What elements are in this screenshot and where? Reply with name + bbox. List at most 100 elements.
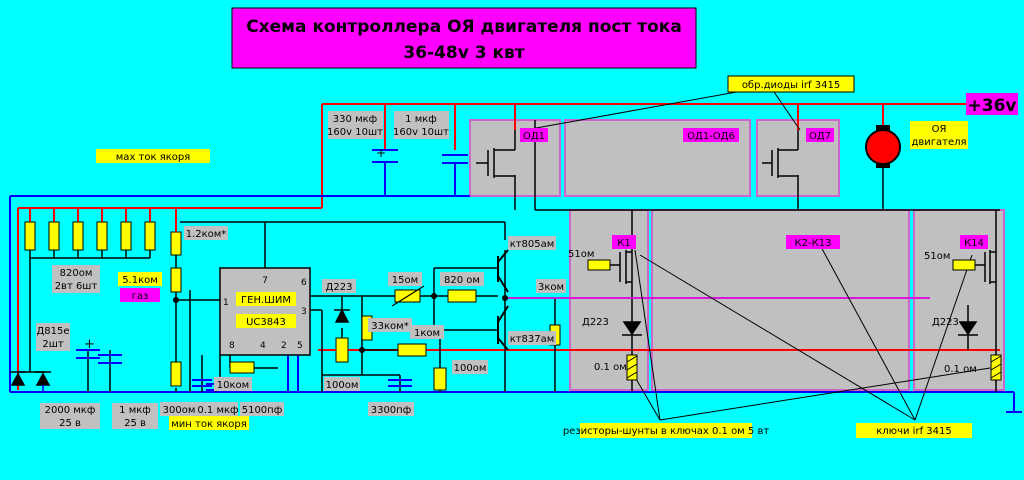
annotation-leaders <box>524 85 991 421</box>
cap-1-label-1: 1 мкф <box>405 114 437 125</box>
r-3k-label-bg <box>536 279 566 293</box>
r-10k-label: 10ком <box>217 380 249 391</box>
d223-right-label: Д223 <box>932 317 959 328</box>
cap-plus-sign-2: + <box>84 337 95 352</box>
r-820-6-label-bg <box>52 265 100 293</box>
r-3k-label: 3ком <box>538 282 564 293</box>
pwm-gen-label: ГЕН.ШИМ <box>241 295 291 306</box>
diode-d223-center <box>334 308 350 323</box>
resistor-820-gate <box>447 289 477 303</box>
shunt-hatching <box>626 355 1002 379</box>
zener-diodes <box>10 371 51 392</box>
capacitor-1uf-160v <box>442 154 468 170</box>
mosfet-od7 <box>762 130 799 178</box>
resistor-100-b <box>433 367 447 391</box>
resistor-300 <box>170 361 182 387</box>
resistor-820-5 <box>120 221 132 251</box>
title-line2: 36-48v 3 квт <box>403 43 524 63</box>
resistor-51-right <box>952 259 976 271</box>
r-1-2k-label-bg <box>184 226 228 240</box>
resistor-820-2 <box>48 221 60 251</box>
resistor-1k <box>397 343 427 357</box>
capacitor-330uf <box>372 149 398 170</box>
supply-rail <box>17 103 1000 390</box>
title-box <box>231 7 697 69</box>
mosfet-k14 <box>984 250 997 290</box>
motor-label-2: двигателя <box>911 137 966 148</box>
c-3300-label: 3300пф <box>371 405 412 416</box>
min-current-label-bg <box>169 416 249 430</box>
supply-label-bg <box>966 93 1018 115</box>
r-10k-label-bg <box>214 377 252 391</box>
transistor-kt805 <box>497 249 509 293</box>
r-5-1k-label: 5.1ком <box>122 275 158 286</box>
ic-name-bg <box>236 314 296 328</box>
od7-label: ОД7 <box>809 131 831 142</box>
r-33k-label-bg <box>368 318 412 332</box>
resistor-820-4 <box>96 221 108 251</box>
q-805-label: кт805ам <box>510 239 555 250</box>
k2-k13-label: К2-К13 <box>795 238 832 249</box>
min-current-label: мин ток якоря <box>171 419 246 430</box>
q-837-label: кт837ам <box>510 334 555 345</box>
resistor-51-left <box>587 259 611 271</box>
cap-330-label-2: 160v 10шт <box>327 127 383 138</box>
r-300-label: 300ом <box>163 405 196 416</box>
r-100-a-label: 100ом <box>326 380 359 391</box>
pin-1: 1 <box>223 298 229 308</box>
diode-d223-left <box>622 321 642 336</box>
mosfet-od1 <box>476 130 516 178</box>
k14-label: К14 <box>964 238 984 249</box>
pin-7: 7 <box>262 276 268 286</box>
r-820-6-label-1: 820ом <box>60 268 93 279</box>
keys-note: ключи irf 3415 <box>876 426 951 437</box>
cap-330-label-bg <box>328 111 383 139</box>
zener-label-2: 2шт <box>42 339 64 350</box>
od1-label: ОД1 <box>523 131 545 142</box>
cap-1-25-label-1: 1 мкф <box>119 405 151 416</box>
r-300-label-bg <box>160 402 198 416</box>
pin-2: 2 <box>281 341 287 351</box>
zener-label-1: Д815е <box>36 326 69 337</box>
transistor-kt837 <box>497 305 509 351</box>
motor-icon <box>865 125 901 168</box>
capacitor-0-1uf <box>192 379 212 387</box>
max-current-label-bg <box>96 149 210 163</box>
motor-label-bg <box>910 121 968 149</box>
k2-k13-label-bg <box>786 235 840 249</box>
ic-uc3843 <box>219 267 311 356</box>
r-51-right-label: 51ом <box>924 251 950 262</box>
shunt-left-label: 0.1 ом <box>594 362 627 373</box>
c-5100-label: 5100пф <box>242 405 283 416</box>
mosfet-k1 <box>619 250 633 290</box>
od1-label-bg <box>520 128 548 142</box>
r-820-6-label-2: 2вт 6шт <box>55 281 98 292</box>
capacitor-2000uf <box>76 349 100 359</box>
cap-2000-label-2: 25 в <box>59 418 81 429</box>
gas-label: газ <box>132 291 149 302</box>
r-5-1k-label-bg <box>118 272 162 286</box>
gas-label-bg <box>120 288 160 302</box>
capacitor-1uf-25v <box>98 354 122 364</box>
r-1-2k-label: 1.2ком* <box>186 229 227 240</box>
junction-dots <box>173 293 508 353</box>
k14-label-bg <box>960 235 988 249</box>
max-current-label: мах ток якоря <box>116 152 190 163</box>
k1-label-bg <box>612 235 636 249</box>
module-k2-k13 <box>651 209 910 391</box>
q-805-label-bg <box>508 236 556 250</box>
zener-label-bg <box>36 323 70 351</box>
motor-label-1: ОЯ <box>932 124 947 135</box>
resistor-5-1k <box>170 267 182 293</box>
flyback-diodes-label-bg <box>727 75 855 93</box>
shunt-note-bg <box>580 423 752 438</box>
k1-label: К1 <box>617 238 630 249</box>
resistor-820-1 <box>24 221 36 251</box>
r-100-a-label-bg <box>324 377 360 391</box>
r-100-b-label: 100ом <box>454 363 487 374</box>
pin-6: 6 <box>301 278 307 288</box>
keys-note-bg <box>856 423 972 438</box>
r-820-label-bg <box>440 272 484 286</box>
